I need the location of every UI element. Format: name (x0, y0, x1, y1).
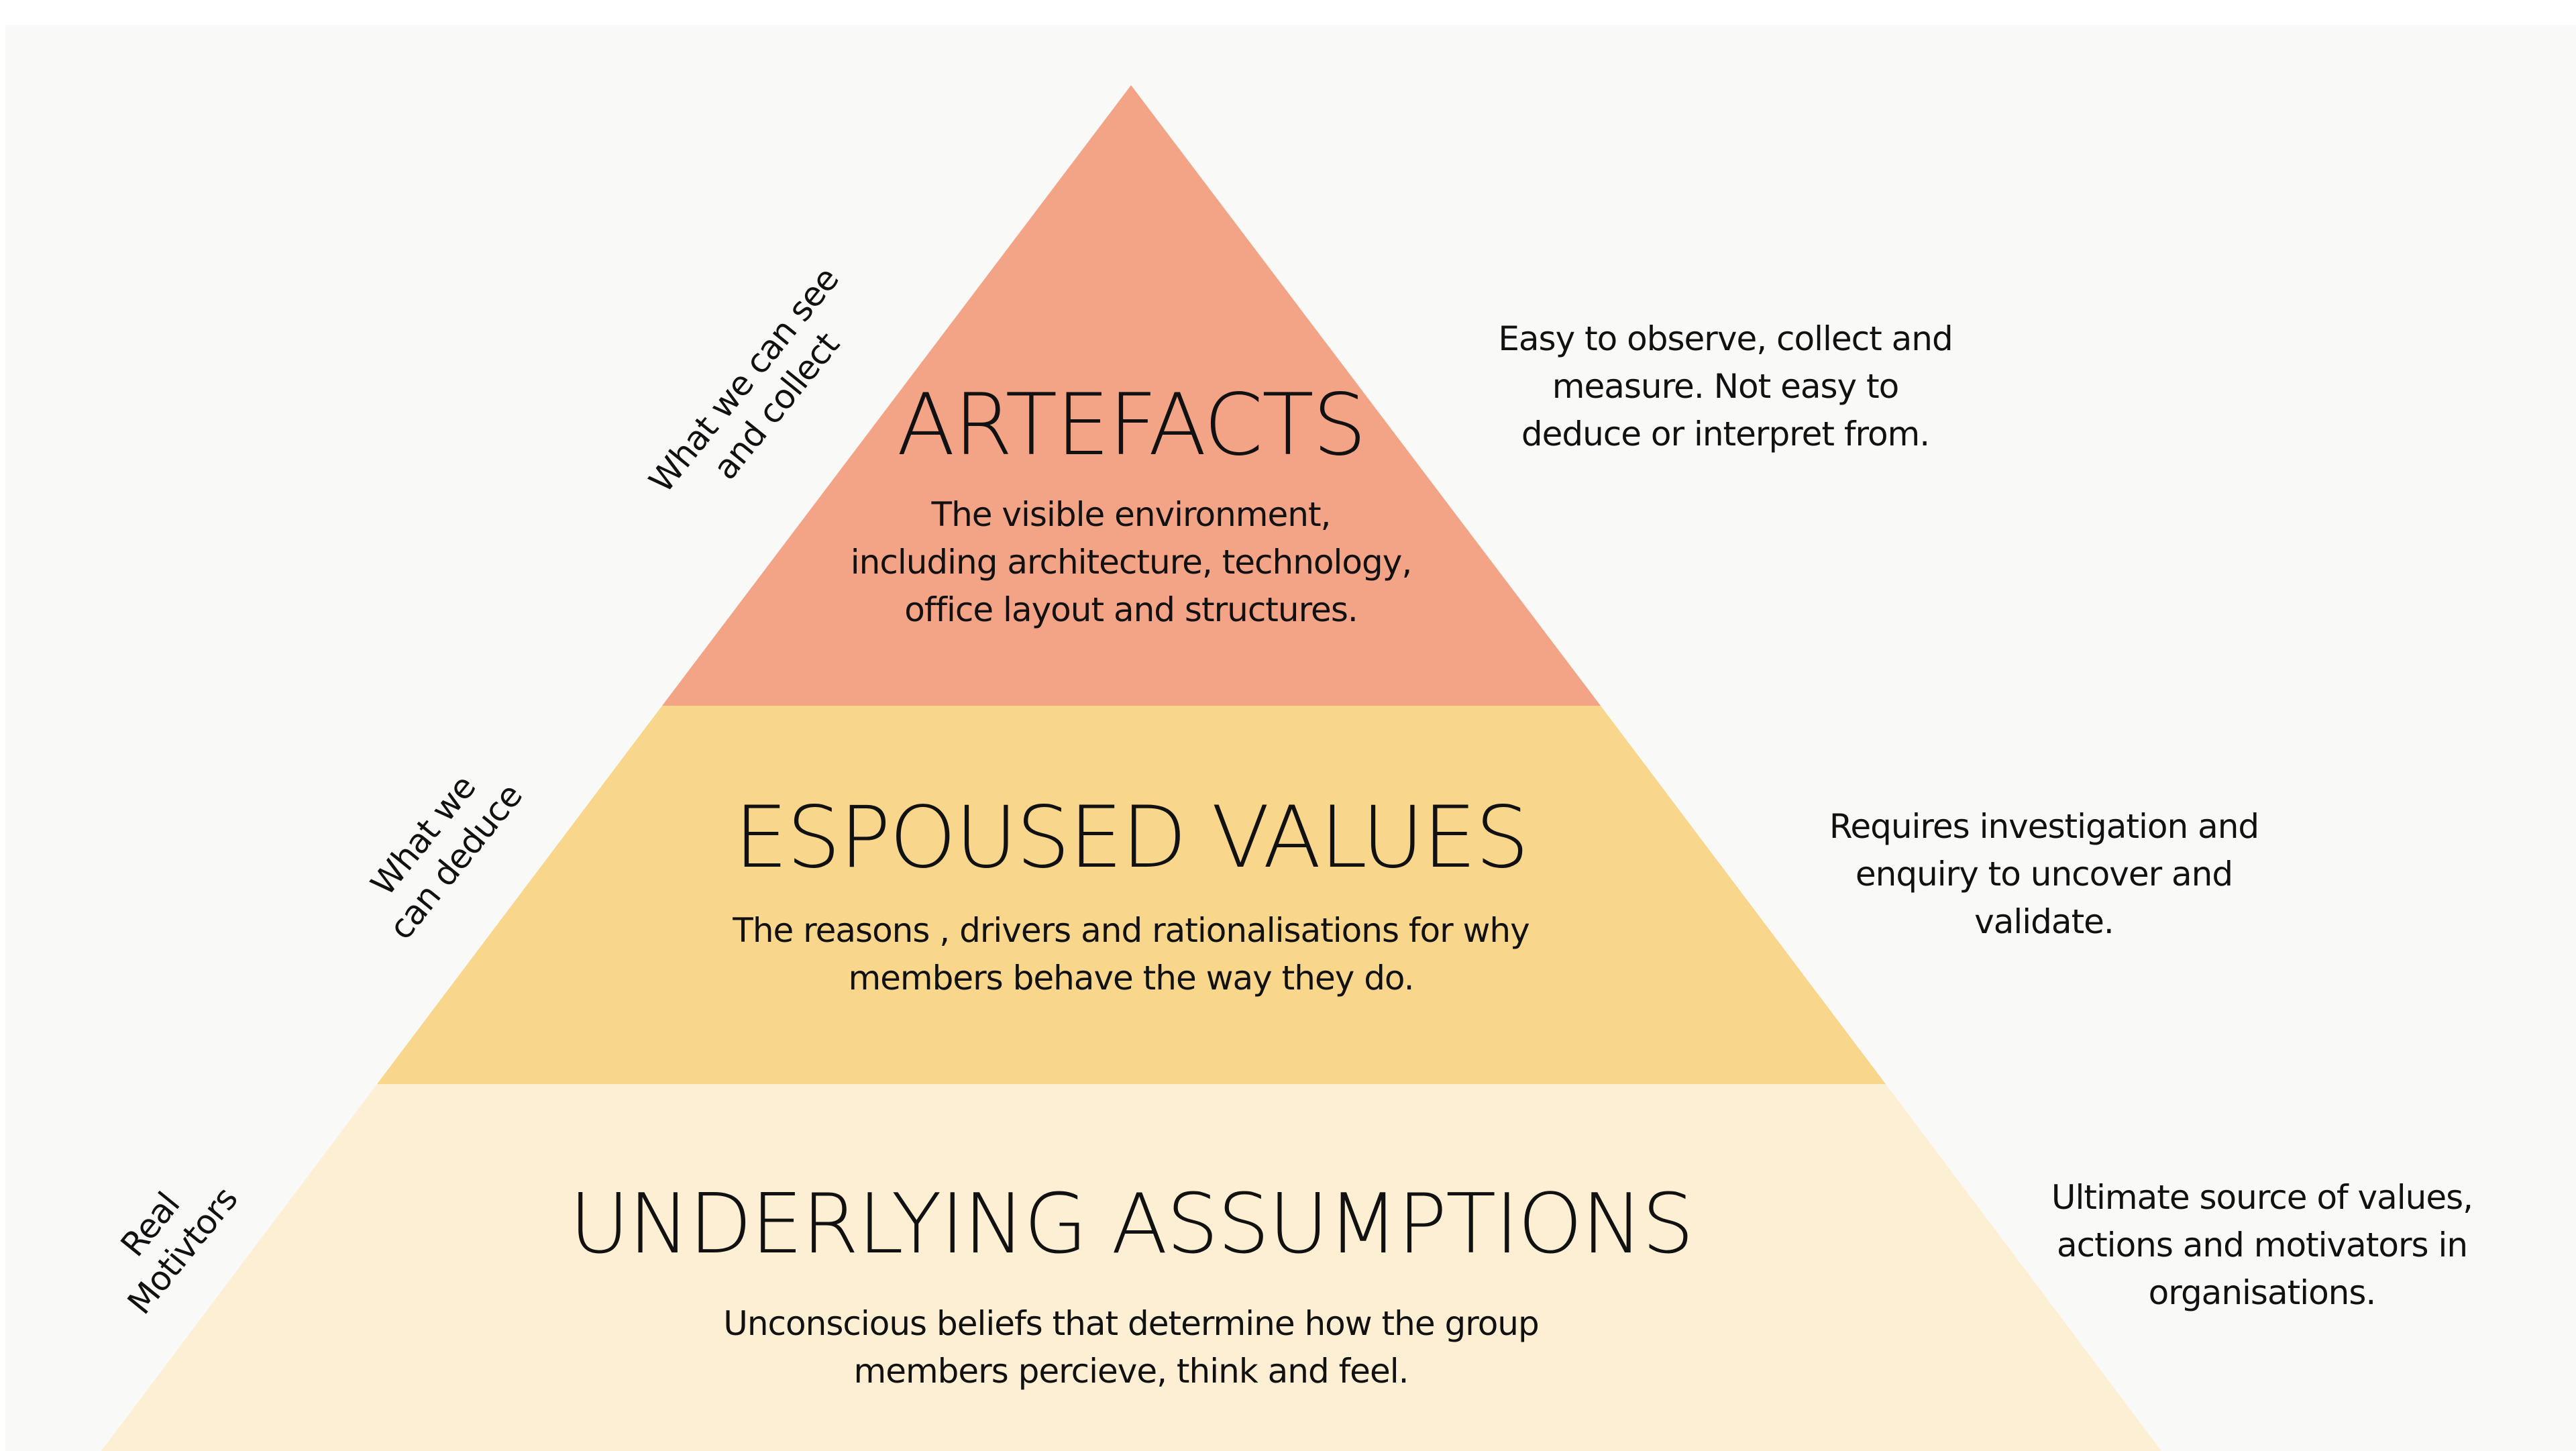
right-note-line: Requires investigation and (1829, 807, 2259, 846)
underlying-assumptions-description-line: members percieve, think and feel. (853, 1352, 1409, 1391)
right-note-line: validate. (1974, 902, 2114, 941)
layer-underlying-assumptions-shape (101, 1084, 2161, 1451)
right-note-line: enquiry to uncover and (1855, 855, 2233, 894)
artefacts-description-line: including architecture, technology, (850, 543, 1412, 582)
espoused-values-description-line: members behave the way they do. (848, 959, 1414, 998)
espoused-values-description: The reasons , drivers and rationalisatio… (628, 907, 1634, 1002)
right-note-line: measure. Not easy to (1552, 367, 1899, 406)
espoused-values-title: ESPOUSED VALUES (734, 788, 1529, 887)
right-note-artefacts: Easy to observe, collect and measure. No… (1457, 315, 1994, 458)
right-note-line: deduce or interpret from. (1521, 415, 1930, 453)
underlying-assumptions-title: UNDERLYING ASSUMPTIONS (569, 1177, 1695, 1273)
espoused-values-description-line: The reasons , drivers and rationalisatio… (733, 911, 1529, 950)
right-note-line: actions and motivators in (2056, 1226, 2468, 1265)
right-note-line: organisations. (2148, 1273, 2377, 1312)
underlying-assumptions-description: Unconscious beliefs that determine how t… (628, 1300, 1634, 1395)
underlying-assumptions-description-line: Unconscious beliefs that determine how t… (723, 1304, 1539, 1343)
artefacts-title: ARTEFACTS (896, 375, 1367, 474)
right-note-espoused-values: Requires investigation and enquiry to un… (1776, 803, 2312, 946)
artefacts-description-line: office layout and structures. (904, 590, 1358, 629)
right-note-line: Ultimate source of values, (2051, 1178, 2473, 1217)
layer-artefacts-shape (662, 85, 1601, 706)
artefacts-description: The visible environment, including archi… (762, 491, 1500, 634)
right-note-underlying-assumptions: Ultimate source of values, actions and m… (1994, 1174, 2530, 1317)
artefacts-description-line: The visible environment, (931, 495, 1332, 534)
layer-espoused-values-shape (377, 706, 1886, 1084)
right-note-line: Easy to observe, collect and (1498, 319, 1953, 358)
